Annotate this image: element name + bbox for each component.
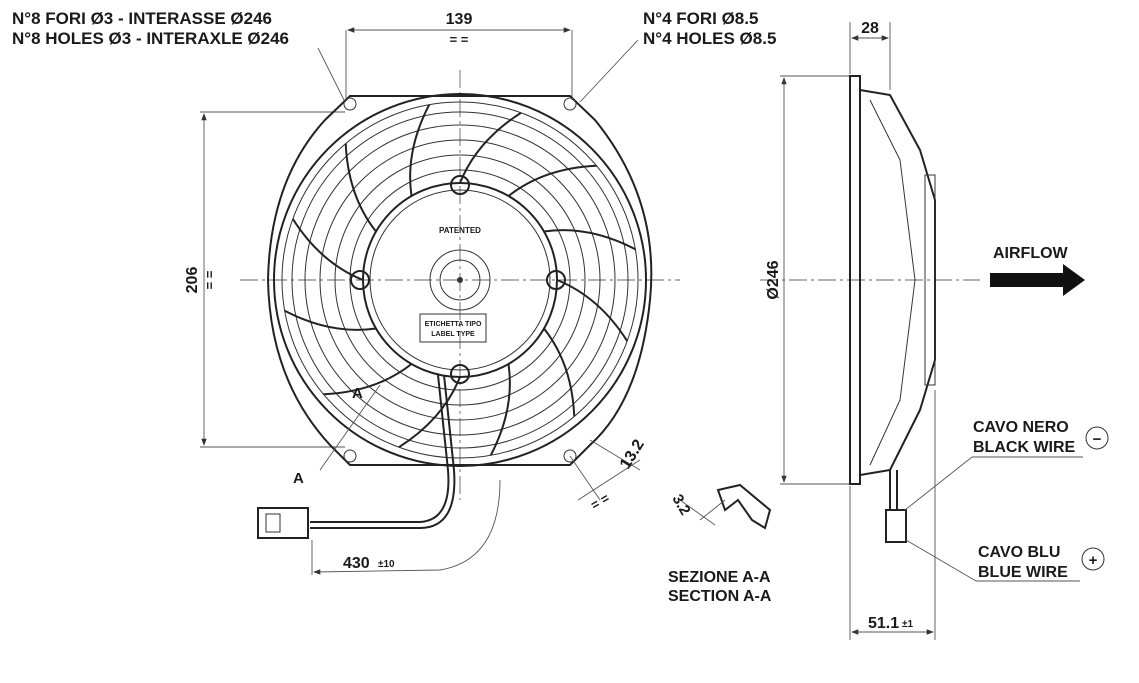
dimension-430: 430 ±10 (311, 479, 501, 575)
airflow-indicator: AIRFLOW (990, 245, 1085, 296)
section-en: SECTION A-A (668, 588, 772, 605)
airflow-text: AIRFLOW (993, 245, 1069, 262)
minus-sign: − (1093, 431, 1102, 448)
black-wire-label: CAVO NERO BLACK WIRE − (904, 419, 1109, 511)
mounting-holes-label: N°8 FORI Ø3 - INTERASSE Ø246 N°8 HOLES Ø… (12, 9, 346, 103)
dim-28-text: 28 (861, 20, 879, 37)
grille-spoke (556, 279, 629, 342)
grille-ring (334, 154, 586, 406)
section-a-a: 3.2 SEZIONE A-A SECTION A-A (668, 483, 772, 605)
dimension-206: 206 = = (184, 111, 345, 448)
grille-spoke (284, 309, 377, 331)
grille-spoke (543, 229, 636, 251)
minus-icon (1085, 426, 1109, 450)
fan-side-view: Ø246 28 51.1 ±1 (760, 20, 980, 640)
dim-430-tol: ±10 (378, 559, 395, 570)
plus-icon (1081, 547, 1105, 571)
dim-equal-3: = = (588, 490, 612, 513)
dim-206-text: 206 (184, 267, 201, 294)
holes-small-it: N°8 FORI Ø3 - INTERASSE Ø246 (12, 9, 272, 28)
dim-139-text: 139 (446, 11, 473, 28)
dim-51-text: 51.1 (868, 615, 899, 632)
grille-spoke (459, 111, 522, 184)
grille-spoke (323, 363, 413, 396)
dimension-13-2: 13.2 = = (569, 437, 648, 513)
label-type-it: ETICHETTA TIPO (425, 321, 482, 328)
dim-246-text: Ø246 (765, 260, 782, 299)
grille-spoke (543, 327, 576, 417)
holes-big-it: N°4 FORI Ø8.5 (643, 9, 758, 28)
plus-sign: + (1089, 552, 1098, 569)
black-wire-it: CAVO NERO (973, 419, 1069, 436)
fixing-holes-label: N°4 FORI Ø8.5 N°4 HOLES Ø8.5 (579, 9, 776, 103)
label-type-en: LABEL TYPE (431, 331, 475, 338)
grille-spoke (489, 363, 511, 456)
grille-spoke (507, 164, 597, 197)
holes-small-en: N°8 HOLES Ø3 - INTERAXLE Ø246 (12, 29, 289, 48)
dim-51-tol: ±1 (902, 619, 913, 630)
grille-spoke (344, 143, 377, 233)
patented-text: PATENTED (439, 226, 481, 235)
blue-wire-it: CAVO BLU (978, 544, 1060, 561)
grille-spoke (409, 104, 431, 197)
holes-big-en: N°4 HOLES Ø8.5 (643, 29, 776, 48)
blue-wire-label: CAVO BLU BLUE WIRE + (905, 539, 1105, 582)
side-connector (885, 509, 907, 543)
grille-ring (304, 124, 616, 436)
grille-ring (291, 111, 629, 449)
grille-spoke (291, 218, 364, 281)
fan-front-view: PATENTED ETICHETTA TIPO LABEL TYPE A A (240, 70, 680, 539)
label-type-box (419, 313, 487, 343)
section-mark-a2: A (352, 385, 363, 402)
airflow-arrow-icon (990, 264, 1085, 296)
dim-13-2-text: 13.2 (617, 437, 648, 473)
section-it: SEZIONE A-A (668, 569, 771, 586)
black-wire-en: BLACK WIRE (973, 439, 1076, 456)
dim-3-2-text: 3.2 (669, 492, 694, 519)
dimension-139: 139 = = (345, 11, 573, 100)
section-mark-a1: A (293, 470, 304, 487)
dim-equal: = = (450, 32, 469, 47)
connector (257, 507, 309, 539)
dim-equal-2: = = (202, 270, 217, 289)
grille-spoke (398, 376, 461, 449)
grille-ring (319, 139, 601, 421)
dim-430-text: 430 (343, 555, 370, 572)
blue-wire-en: BLUE WIRE (978, 564, 1068, 581)
